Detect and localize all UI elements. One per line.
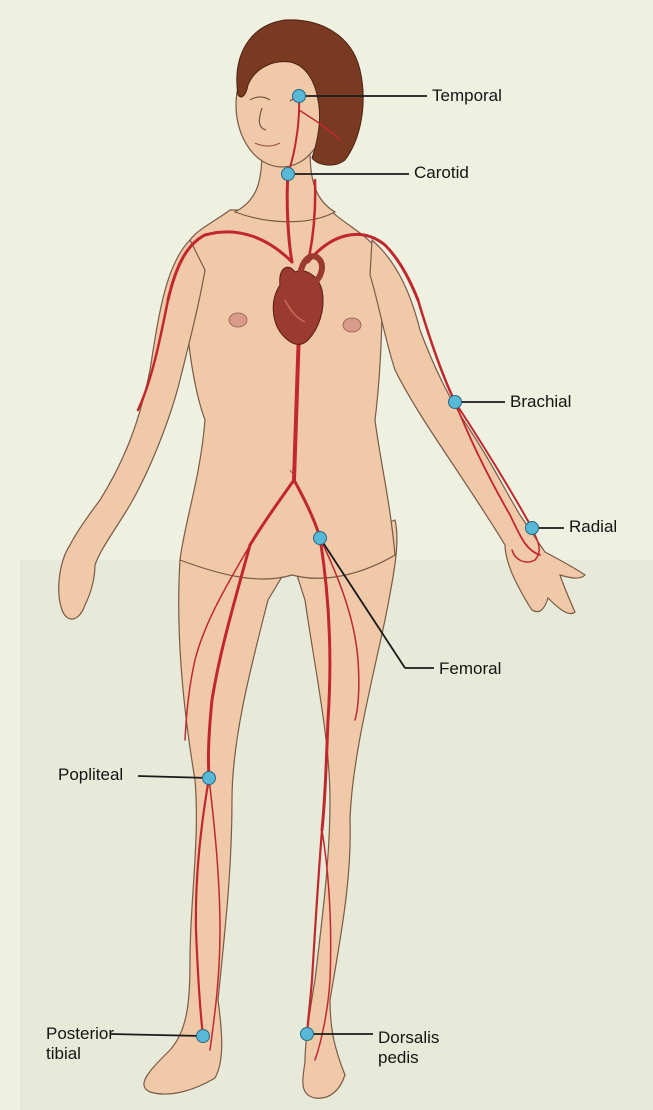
label-femoral: Femoral	[439, 659, 501, 679]
pulse-point-dorsalis-pedis	[301, 1028, 314, 1041]
breast-right	[229, 313, 247, 327]
label-dorsalis-pedis-line1: Dorsalis	[378, 1028, 439, 1048]
label-brachial: Brachial	[510, 392, 571, 412]
pulse-point-carotid	[282, 168, 295, 181]
torso	[180, 210, 395, 579]
label-carotid: Carotid	[414, 163, 469, 183]
breast-left	[343, 318, 361, 332]
pulse-point-posterior-tibial	[197, 1030, 210, 1043]
label-popliteal: Popliteal	[58, 765, 123, 785]
label-posterior-tibial-line2: tibial	[46, 1044, 114, 1064]
pulse-point-popliteal	[203, 772, 216, 785]
label-dorsalis-pedis-line2: pedis	[378, 1048, 439, 1068]
label-posterior-tibial: Posterior tibial	[46, 1024, 114, 1064]
pulse-point-temporal	[293, 90, 306, 103]
label-radial: Radial	[569, 517, 617, 537]
label-dorsalis-pedis: Dorsalis pedis	[378, 1028, 439, 1068]
label-posterior-tibial-line1: Posterior	[46, 1024, 114, 1044]
label-temporal: Temporal	[432, 86, 502, 106]
pulse-point-brachial	[449, 396, 462, 409]
pulse-point-femoral	[314, 532, 327, 545]
pulse-point-radial	[526, 522, 539, 535]
